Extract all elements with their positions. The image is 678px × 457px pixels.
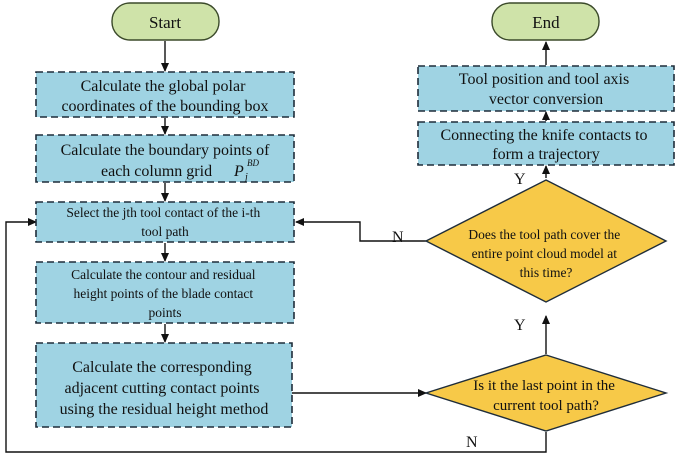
step4-line1: Calculate the contour and residual bbox=[71, 267, 256, 282]
start-node: Start bbox=[111, 2, 220, 41]
svg-text:Is it the last point in the: Is it the last point in the current tool… bbox=[473, 378, 618, 414]
step1-line1: Calculate the global polar bbox=[81, 78, 247, 95]
svg-text:Calculate the contour and resi: Calculate the contour and residual heigh… bbox=[71, 267, 259, 320]
label-last-yes: Y bbox=[514, 317, 526, 334]
edge-decision-last-no bbox=[5, 218, 547, 453]
step2-symbol-sup: BD bbox=[247, 158, 259, 168]
step6-line1: Connecting the knife contacts to bbox=[440, 127, 647, 144]
decision-cover-line2: entire point cloud model at bbox=[472, 246, 618, 261]
decision-cover-model: Does the tool path cover the entire poin… bbox=[424, 179, 668, 303]
svg-text:Tool position and tool axis: Tool position and tool axis vector conve… bbox=[459, 71, 633, 108]
svg-text:each column grid: each column grid bbox=[101, 163, 212, 180]
step2-symbol-sub: j bbox=[243, 172, 248, 183]
step2-line1: Calculate the boundary points of bbox=[61, 142, 271, 159]
step-connect-knife-contacts: Connecting the knife contacts to form a … bbox=[417, 121, 675, 166]
start-label: Start bbox=[149, 13, 181, 32]
step-adjacent-cutting-contact: Calculate the corresponding adjacent cut… bbox=[35, 342, 293, 428]
decision-last-line2: current tool path? bbox=[493, 398, 599, 414]
step3-line1: Select the jth tool contact of the i-th bbox=[66, 205, 260, 220]
step3-line2: tool path bbox=[141, 224, 189, 239]
svg-text:Calculate the corresponding: Calculate the corresponding adjacent cut… bbox=[60, 359, 269, 418]
svg-text:Does the tool path cover the: Does the tool path cover the entire poin… bbox=[468, 227, 623, 280]
decision-last-point: Is it the last point in the current tool… bbox=[423, 354, 669, 432]
decision-cover-line3: this time? bbox=[520, 265, 573, 280]
step2-symbol: P bbox=[233, 163, 244, 180]
label-last-no: N bbox=[466, 434, 478, 451]
step-global-polar-coordinates: Calculate the global polar coordinates o… bbox=[35, 71, 295, 118]
label-cover-yes: Y bbox=[514, 171, 526, 188]
step2-line2: each column grid bbox=[101, 163, 212, 180]
step4-line3: points bbox=[148, 305, 181, 320]
decision-cover-line1: Does the tool path cover the bbox=[468, 227, 620, 242]
svg-text:Calculate the global polar: Calculate the global polar coordinates o… bbox=[61, 78, 268, 115]
end-node: End bbox=[491, 2, 600, 41]
decision-last-line1: Is it the last point in the bbox=[473, 378, 615, 394]
svg-text:Calculate the boundary points: Calculate the boundary points of bbox=[61, 142, 271, 159]
svg-text:Select the jth tool contact of: Select the jth tool contact of the i-th … bbox=[66, 205, 263, 239]
label-cover-no: N bbox=[392, 229, 404, 246]
step7-line2: vector conversion bbox=[489, 91, 603, 108]
step-select-tool-contact: Select the jth tool contact of the i-th … bbox=[35, 201, 295, 243]
step-contour-residual-height: Calculate the contour and residual heigh… bbox=[35, 261, 295, 324]
end-label: End bbox=[532, 13, 560, 32]
step-boundary-points: Calculate the boundary points of each co… bbox=[35, 134, 295, 183]
step-tool-position-conversion: Tool position and tool axis vector conve… bbox=[417, 65, 675, 112]
edges bbox=[5, 41, 550, 453]
step7-line1: Tool position and tool axis bbox=[459, 71, 629, 88]
step4-line2: height points of the blade contact bbox=[74, 286, 254, 301]
step1-line2: coordinates of the bounding box bbox=[61, 98, 268, 115]
step5-line1: Calculate the corresponding bbox=[72, 359, 252, 376]
svg-text:Connecting the knife contacts: Connecting the knife contacts to form a … bbox=[440, 127, 651, 163]
step5-line3: using the residual height method bbox=[60, 401, 269, 418]
edge-decision-cover-no bbox=[295, 218, 426, 242]
step6-line2: form a trajectory bbox=[492, 146, 600, 163]
step5-line2: adjacent cutting contact points bbox=[64, 380, 259, 397]
